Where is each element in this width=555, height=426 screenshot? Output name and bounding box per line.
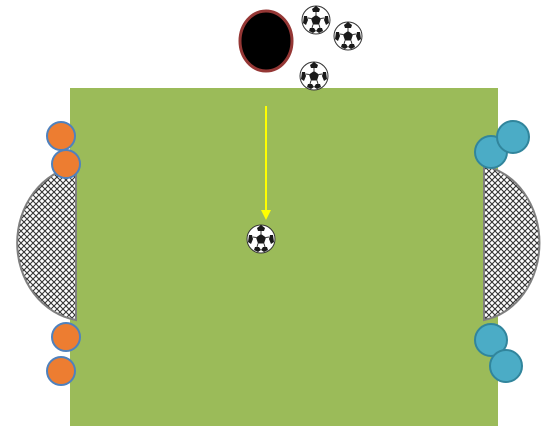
supply-ball-1 [302,6,330,34]
coach-marker [240,11,292,71]
pitch [70,88,498,426]
left-player-1 [47,122,75,150]
right-goal-net [484,166,539,320]
supply-ball-2 [334,22,362,50]
left-player-4 [47,357,75,385]
right-player-4 [490,350,522,382]
left-goal-net [17,166,76,320]
right-player-2 [497,121,529,153]
supply-ball-3 [300,62,328,90]
ball-in-play [247,225,275,253]
left-player-2 [52,150,80,178]
left-player-3 [52,323,80,351]
